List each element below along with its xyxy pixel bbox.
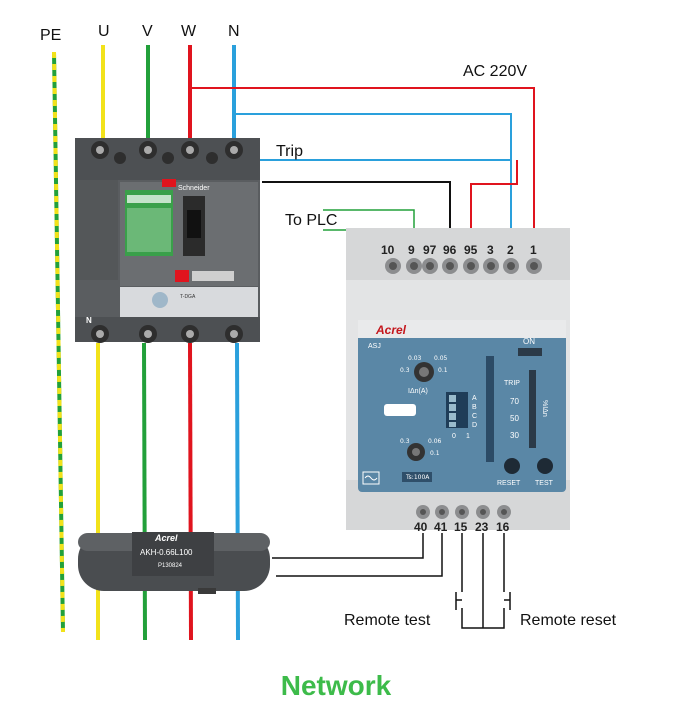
terminal-23: 23 [475,520,489,534]
terminal-96: 96 [443,243,457,257]
wire-n-bottom [235,342,240,641]
trip-wire [262,181,451,240]
terminal-2: 2 [507,243,514,257]
phase-label-u: U [98,23,110,40]
svg-text:N: N [86,316,92,325]
remote-reset-label: Remote reset [520,612,617,629]
remote-circuit [455,533,511,629]
test-button[interactable] [537,458,553,474]
pe-conductor [52,51,65,633]
supply-voltage-label: AC 220V [463,63,527,80]
supply-wires [190,87,535,240]
unit-label: %IΔn [541,400,548,417]
svg-text:0.05: 0.05 [434,355,448,362]
on-label: ON [523,337,535,346]
dip-state-0: 0 [452,433,456,440]
terminal-1: 1 [530,243,537,257]
wave-icon [362,471,380,485]
terminal-97: 97 [423,243,437,257]
footer-title: Network [281,670,392,701]
svg-text:Ts:100A: Ts:100A [405,474,430,481]
phase-label-pe: PE [40,27,61,44]
phase-conductors-top [101,45,236,150]
reset-button[interactable] [504,458,520,474]
circuit-breaker: Schneider T-DGA N [75,138,260,343]
breaker-brand: Schneider [178,185,210,192]
phase-label-v: V [142,23,153,40]
dip-state-1: 1 [466,433,470,440]
terminal-9: 9 [408,243,415,257]
terminal-10: 10 [381,243,395,257]
scale-70: 70 [510,397,519,406]
terminal-3: 3 [487,243,494,257]
ct-serial: P130824 [158,563,183,569]
svg-text:0.1: 0.1 [430,450,440,457]
svg-text:0.3: 0.3 [400,367,410,374]
terminal-40: 40 [414,520,428,534]
svg-text:T-DGA: T-DGA [180,294,196,300]
svg-text:0.06: 0.06 [428,438,442,445]
wire-w-bottom [188,342,193,641]
dip-label-c: C [472,413,477,420]
terminal-41: 41 [434,520,448,534]
ct-secondary-wires [272,533,443,577]
trip-label: Trip [276,143,303,160]
plc-label: To PLC [285,212,337,229]
ct-model: AKH-0.66L100 [140,548,193,557]
svg-text:0.3: 0.3 [400,438,410,445]
terminal-16: 16 [496,520,510,534]
ct-brand: Acrel [154,533,178,543]
dial-label: IΔn(A) [408,388,428,395]
relay-brand: Acrel [375,323,407,337]
dip-label-b: B [472,404,477,411]
relay-model: ASJ [368,343,381,350]
phase-conductors-bottom [96,342,240,641]
trip-bar [529,370,536,448]
trip-scale-label: TRIP [504,380,520,387]
terminal-15: 15 [454,520,468,534]
dip-label-d: D [472,422,477,429]
top-terminal-block [385,258,542,274]
svg-text:0.1: 0.1 [438,367,448,374]
dip-label-a: A [472,395,477,402]
scale-30: 30 [510,431,519,440]
breaker-toggle [187,210,201,238]
terminal-95: 95 [464,243,478,257]
svg-text:0.03: 0.03 [408,355,422,362]
residual-current-relay: 10 9 97 96 95 3 2 1 Acrel ASJ 0.03 0.05 … [346,228,570,534]
phase-label-n: N [228,23,240,40]
phase-label-w: W [181,23,197,40]
reset-label: RESET [497,480,521,487]
remote-test-label: Remote test [344,612,431,629]
wire-v-bottom [142,342,147,641]
phase-labels: PE U V W N [40,23,240,44]
bottom-terminal-block [416,505,511,519]
on-led [518,348,542,356]
scale-50: 50 [510,414,519,423]
current-transformer: Acrel AKH-0.66L100 P130824 [78,532,270,594]
test-label: TEST [535,480,554,487]
